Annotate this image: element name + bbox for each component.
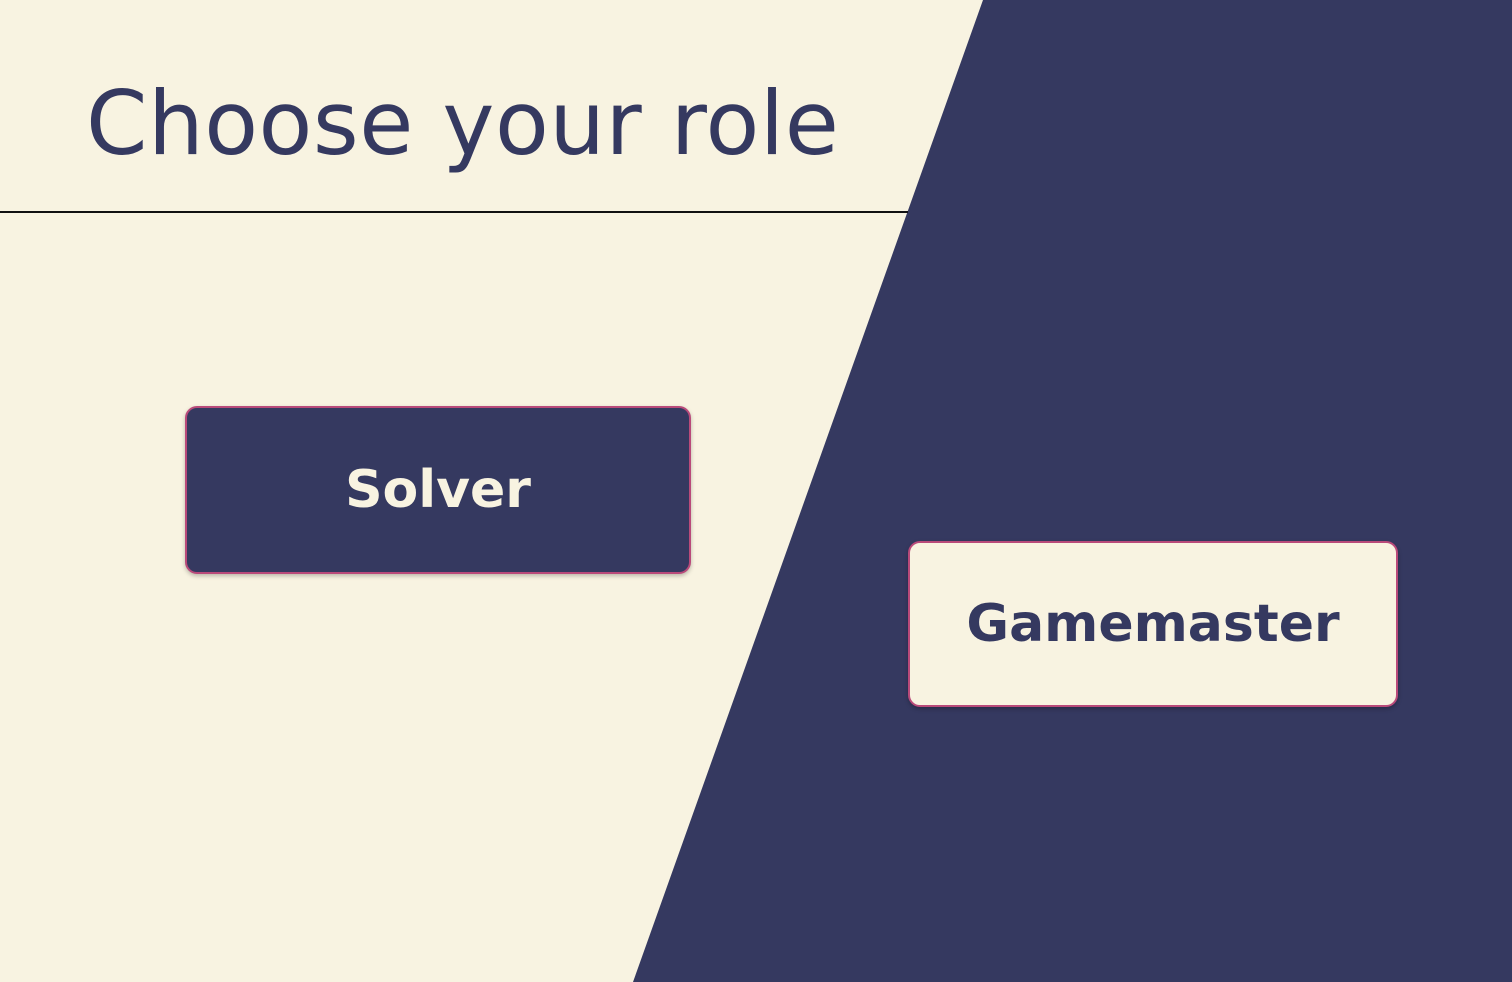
gamemaster-button-label: Gamemaster xyxy=(966,594,1340,654)
solver-button-label: Solver xyxy=(345,460,531,520)
gamemaster-button[interactable]: Gamemaster xyxy=(908,541,1398,707)
solver-button[interactable]: Solver xyxy=(185,406,691,574)
title-divider xyxy=(0,211,908,213)
page-title: Choose your role xyxy=(86,72,840,175)
